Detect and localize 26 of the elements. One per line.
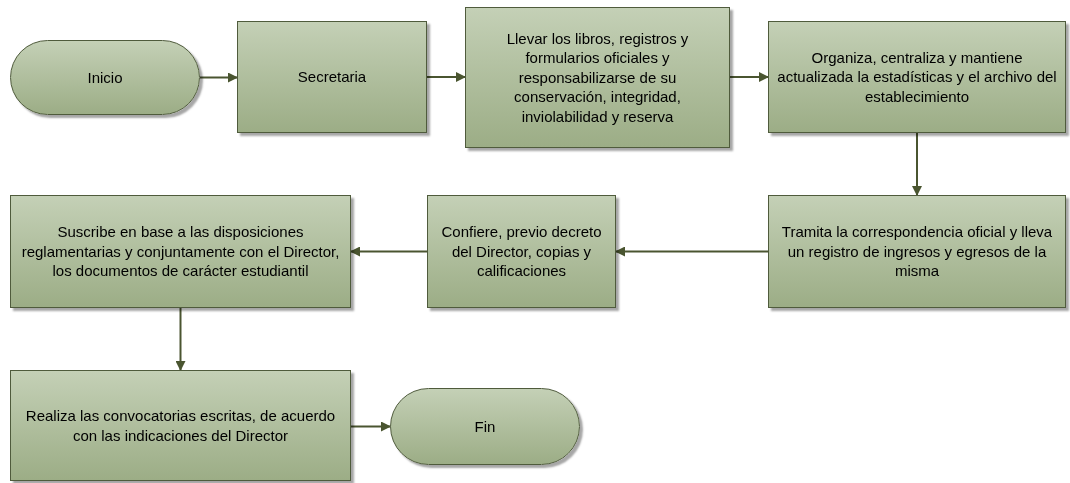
arrow	[175, 307, 186, 371]
arrow	[729, 72, 769, 82]
node-text: Llevar los libros, registros y formularios oficiales y responsabilizarse de su conservación, integridad, inviolabilidad y reserva	[505, 28, 690, 127]
node-text: Fin	[474, 416, 496, 437]
node-text: Inicio	[87, 67, 123, 88]
process-box	[768, 195, 1066, 308]
process-box	[465, 7, 730, 148]
node-text: Realiza las convocatorias escritas, de acuerdo con las indicaciones del Director	[24, 406, 337, 445]
node-text: Organiza, centraliza y mantiene actualizada la estadísticas y el archivo del establecimiento	[777, 47, 1057, 107]
process-box	[10, 195, 351, 308]
node-text: Secretaria	[297, 67, 367, 87]
node-text: Tramita la correspondencia oficial y lleva un registro de ingresos y egresos de la misma	[780, 222, 1054, 281]
arrow	[426, 72, 466, 82]
arrow	[912, 132, 922, 196]
process-box	[427, 195, 616, 308]
arrow	[350, 246, 428, 257]
arrow	[350, 421, 391, 432]
node-text: Confiere, previo decreto del Director, copias y calificaciones	[440, 222, 603, 281]
node-text: Suscribe en base a las disposiciones reglamentarias y conjuntamente con el Director, los documentos de carácter estudiantil	[20, 222, 341, 281]
terminal-pill	[390, 388, 580, 465]
arrow	[199, 72, 238, 83]
process-box	[10, 370, 351, 481]
terminal-pill	[10, 40, 200, 115]
arrow	[615, 246, 769, 257]
process-box	[237, 21, 427, 133]
process-box	[768, 21, 1066, 133]
